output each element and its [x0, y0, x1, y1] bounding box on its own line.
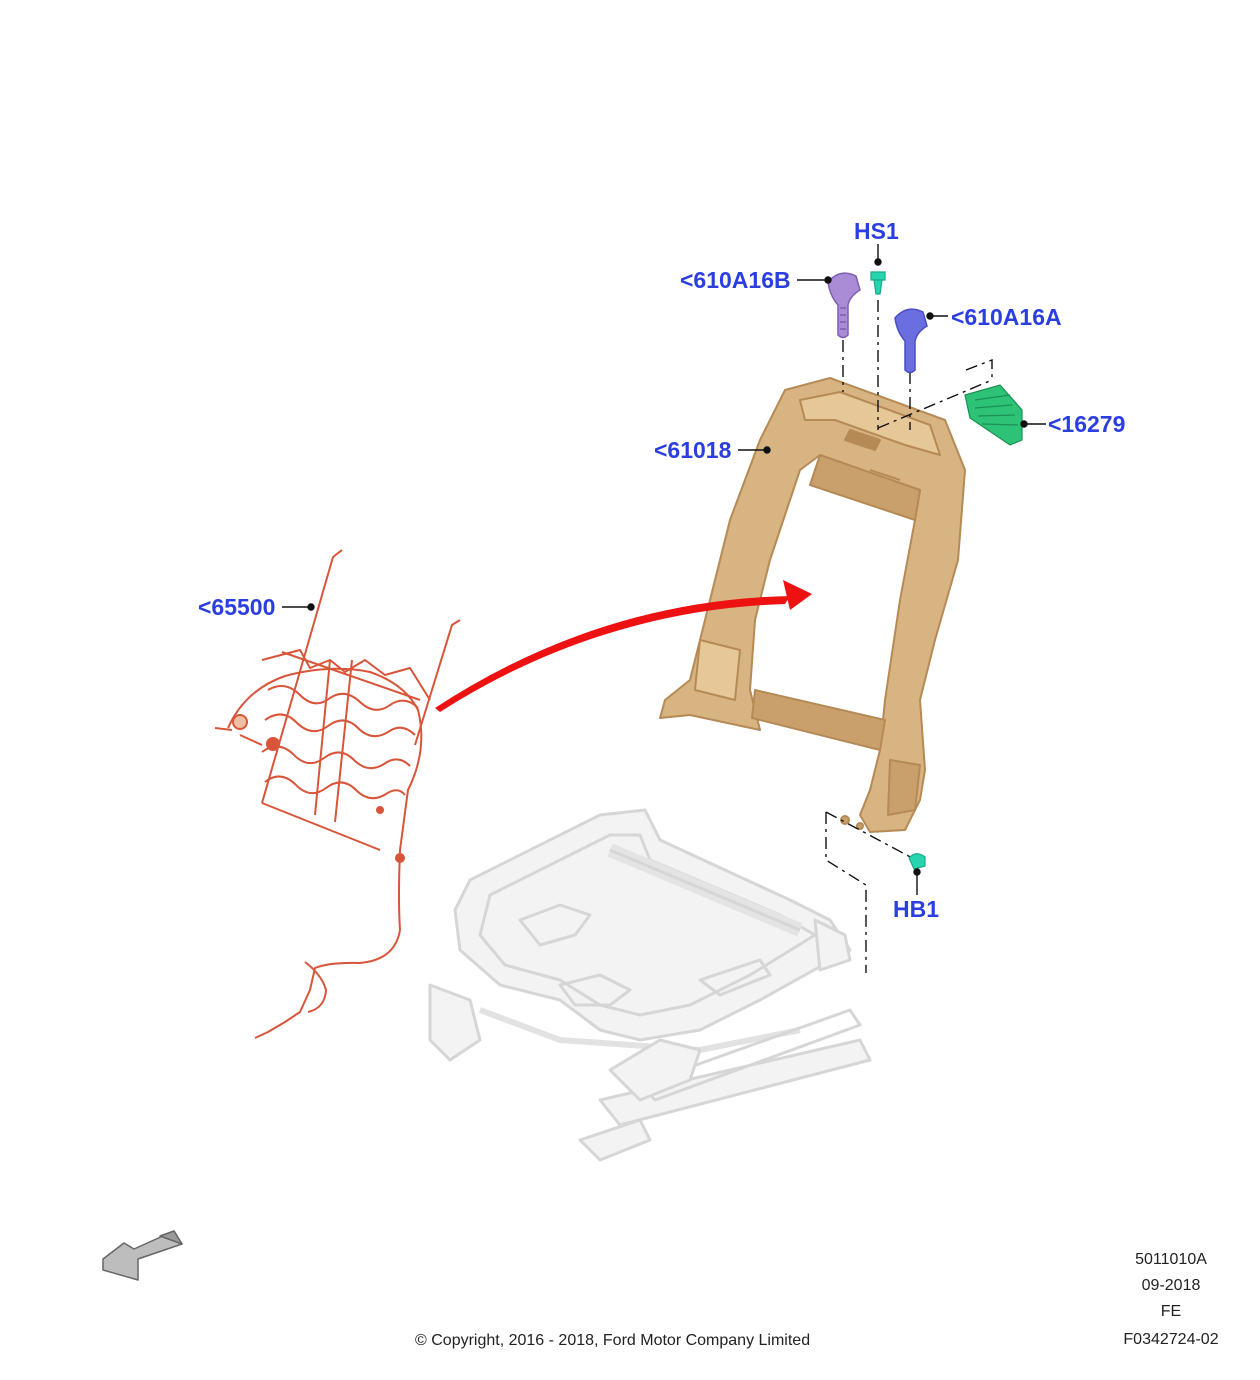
callout-610a16a: <610A16A [951, 304, 1062, 330]
callout-61018: <61018 [654, 437, 732, 463]
callout-16279: <16279 [1048, 411, 1126, 437]
module-16279 [964, 384, 1023, 446]
region-code: FE [1160, 1303, 1182, 1320]
copyright-notice: © Copyright, 2016 - 2018, Ford Motor Com… [415, 1332, 811, 1349]
seat-cushion-frame-ghost [428, 808, 872, 1162]
installation-arrow [435, 580, 812, 712]
front-direction-arrow-icon [102, 1230, 183, 1281]
leader-lines [282, 244, 1046, 895]
fastener-hb1 [908, 853, 926, 870]
revision-date: 09-2018 [1141, 1277, 1201, 1294]
callout-610a16b: <610A16B [680, 267, 791, 293]
headrest-guide-610a16b [827, 272, 861, 339]
assembly-dashed-lines [825, 300, 993, 973]
figure-id: F0342724-02 [1123, 1331, 1219, 1348]
callout-hs1: HS1 [854, 218, 899, 244]
fastener-hs1 [870, 271, 886, 295]
headrest-guide-610a16a [894, 308, 928, 374]
suspension-mat-65500 [214, 549, 461, 1039]
callout-65500: <65500 [198, 594, 276, 620]
callout-hb1: HB1 [893, 896, 940, 922]
seat-back-frame [659, 377, 966, 833]
ref-code: 5011010A [1135, 1251, 1207, 1268]
